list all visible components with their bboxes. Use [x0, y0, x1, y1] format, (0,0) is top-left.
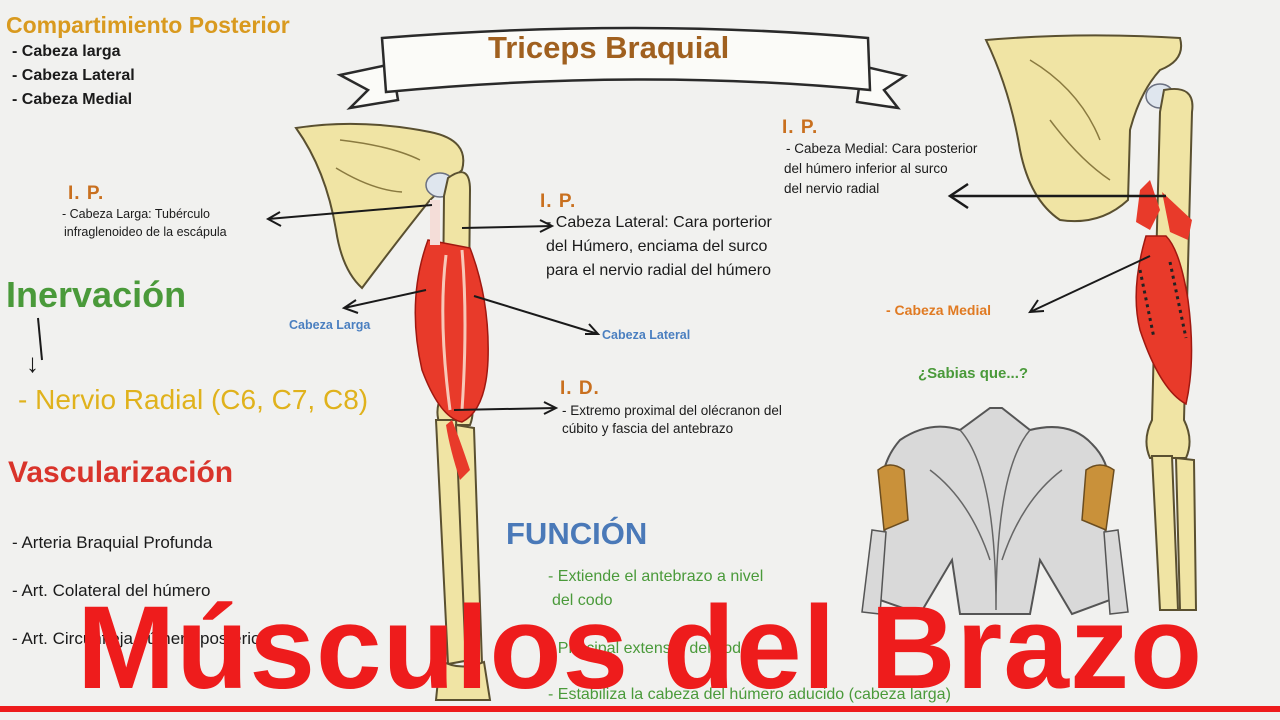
origin-long-line1: - Cabeza Larga: Tubérculo	[62, 207, 211, 221]
origin-lateral-line1: - Cabeza Lateral: Cara porterior	[546, 214, 772, 231]
insertion-line1: - Extremo proximal del olécranon del	[562, 403, 782, 418]
annotation-arrows	[37, 182, 1166, 415]
title-underline	[0, 706, 1280, 712]
vascular-item: - Art. Circunfleja húmero posterior	[12, 629, 267, 648]
origin-medial-heading: I. P.	[782, 117, 819, 138]
compartment-item: - Cabeza larga	[12, 43, 121, 60]
compartment-heading: Compartimiento Posterior	[6, 12, 290, 38]
label-lateral-head: Cabeza Lateral	[602, 328, 691, 342]
vascular-item: - Arteria Braquial Profunda	[12, 533, 213, 552]
innervation-heading: Inervación	[6, 274, 187, 315]
function-line3: - Principal extensor del codo	[548, 640, 750, 657]
left-triceps	[414, 200, 489, 480]
compartment-item: - Cabeza Lateral	[12, 67, 135, 84]
right-scapula	[984, 34, 1182, 223]
insertion-heading: I. D.	[560, 378, 600, 399]
origin-medial-line1: - Cabeza Medial: Cara posterior	[786, 141, 978, 156]
origin-lateral-line3: para el nervio radial del húmero	[546, 262, 772, 279]
label-long-head: Cabeza Larga	[289, 318, 371, 332]
back-muscles-illustration	[861, 407, 1129, 616]
insertion-line2: cúbito y fascia del antebrazo	[562, 421, 734, 436]
origin-medial-line3: del nervio radial	[784, 181, 880, 196]
origin-long-line2: infraglenoideo de la escápula	[64, 225, 227, 239]
function-line1: - Extiende el antebrazo a nivel	[548, 568, 764, 585]
vascular-item: - Art. Colateral del húmero	[12, 581, 211, 600]
innervation-arrow: ↓	[26, 348, 39, 378]
function-line2: del codo	[552, 592, 613, 609]
compartment-item: - Cabeza Medial	[12, 91, 133, 108]
banner-ribbon	[336, 26, 909, 110]
label-medial-head: - Cabeza Medial	[886, 302, 992, 318]
origin-medial-line2: del húmero inferior al surco	[784, 161, 948, 176]
vascularization-heading: Vascularización	[8, 456, 234, 489]
did-you-know: ¿Sabias que...?	[918, 365, 1029, 382]
function-line4: - Estabiliza la cabeza del húmero aducid…	[548, 686, 951, 703]
innervation-nerve: - Nervio Radial (C6, C7, C8)	[18, 384, 369, 415]
page-title: Triceps Braquial	[488, 30, 730, 65]
function-heading: FUNCIÓN	[506, 516, 648, 551]
video-title-overlay: Músculos del Brazo	[76, 582, 1204, 714]
right-triceps-medial	[1135, 180, 1193, 406]
origin-lateral-line2: del Húmero, enciama del surco	[546, 238, 768, 255]
origin-long-heading: I. P.	[68, 183, 105, 204]
origin-lateral-heading: I. P.	[540, 191, 577, 212]
